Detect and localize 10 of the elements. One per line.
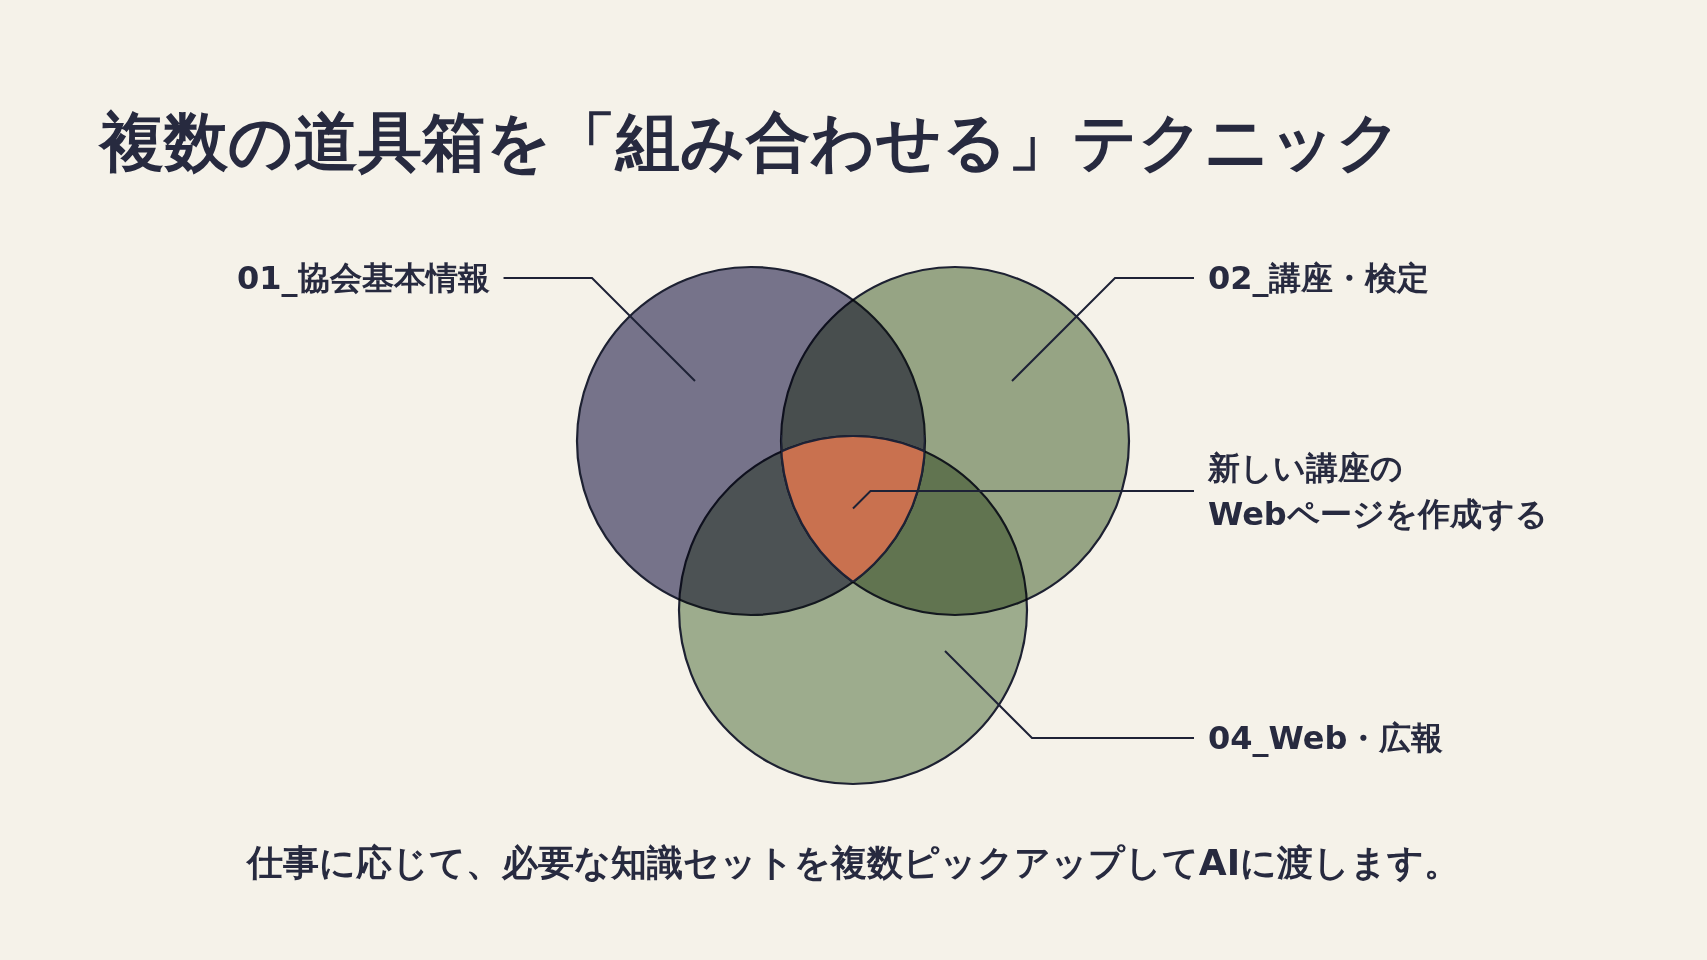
leader-line xyxy=(1011,277,1195,382)
title: 複数の道具箱を「組み合わせる」テクニック xyxy=(100,104,1402,181)
callout-label: 新しい講座のWebページを作成する xyxy=(1208,445,1548,537)
callout-label: 01_協会基本情報 xyxy=(237,255,490,301)
callout-label: 04_Web・広報 xyxy=(1208,715,1444,761)
caption: 仕事に応じて、必要な知識セットを複数ピックアップしてAIに渡します。 xyxy=(245,841,1462,885)
leader-line xyxy=(502,277,696,382)
leader-line xyxy=(944,650,1195,739)
callout-label: 02_講座・検定 xyxy=(1208,255,1429,301)
leader-line xyxy=(852,490,1195,510)
